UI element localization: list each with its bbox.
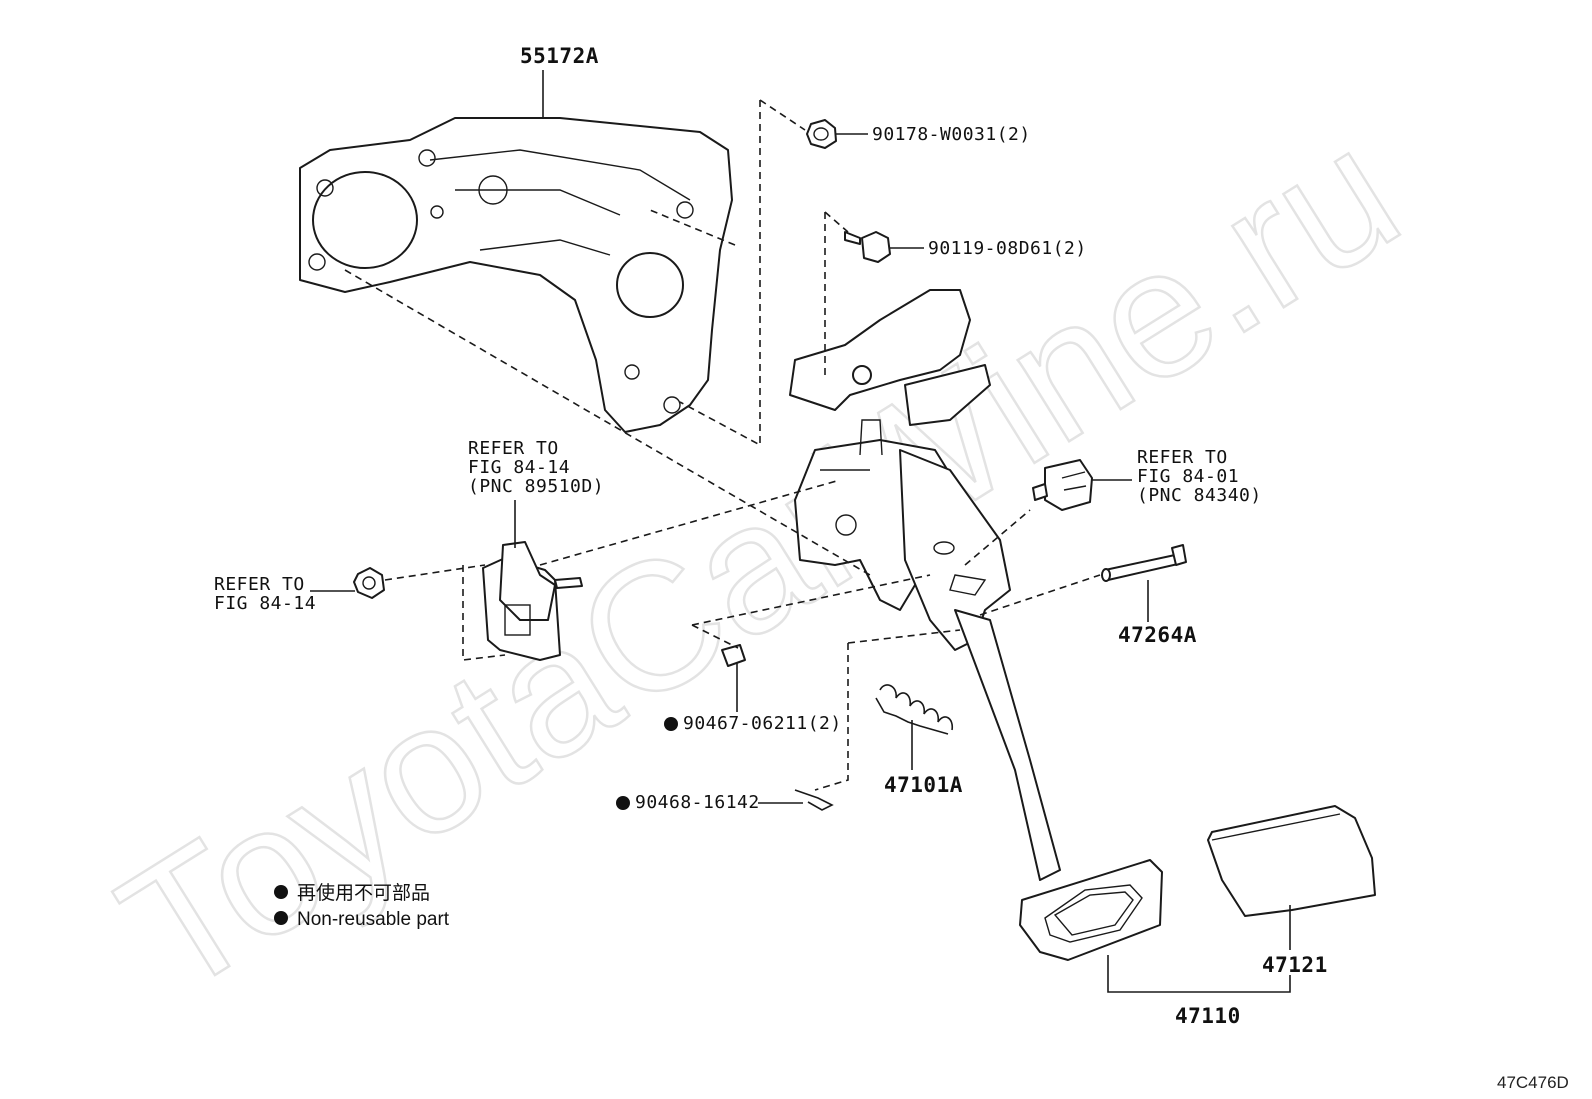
label-47110: 47110 [1175,1004,1241,1028]
leader-lines [310,70,1291,993]
legend-jp: 再使用不可部品 [297,882,430,904]
ref-89510-line1: REFER TO [468,438,559,459]
clip-90468-drawing [794,789,834,811]
label-90119: 90119-08D61(2) [928,238,1087,259]
ref-nut-line2: FIG 84-14 [214,593,316,614]
figure-code: 47C476D [1497,1073,1569,1092]
nut-refer-drawing [353,567,385,599]
ref-block-84340: REFER TO FIG 84-01 (PNC 84340) [1137,447,1262,506]
nut-90178-drawing [806,119,837,149]
legend-en: Non-reusable part [297,909,450,930]
callout-labels: 55172A 90178-W0031(2) 90119-08D61(2) 472… [520,44,1328,1028]
non-reusable-marker [616,796,630,810]
bolt-90119-drawing [844,231,891,263]
label-90467: 90467-06211(2) [683,713,842,734]
bracket-55172a-drawing [299,117,733,433]
legend: 再使用不可部品 Non-reusable part [274,882,450,930]
switch-84340-drawing [1032,459,1093,511]
legend-bullet [274,911,288,925]
spring-47101a-drawing [875,684,954,735]
label-47264a: 47264A [1118,623,1197,647]
pin-47264a-drawing [1101,544,1187,582]
ref-84340-line1: REFER TO [1137,447,1228,468]
ref-84340-line2: FIG 84-01 [1137,466,1239,487]
ref-block-89510d: REFER TO FIG 84-14 (PNC 89510D) [468,438,604,497]
ref-84340-line3: (PNC 84340) [1137,485,1262,506]
sensor-89510d-drawing [482,541,583,661]
label-90178: 90178-W0031(2) [872,124,1031,145]
ref-nut-line1: REFER TO [214,574,305,595]
assembly-lines [344,99,1101,791]
non-reusable-marker [664,717,678,731]
ref-block-nut: REFER TO FIG 84-14 [214,574,316,614]
label-47101a: 47101A [884,773,963,797]
ref-89510-line2: FIG 84-14 [468,457,570,478]
label-90468: 90468-16142 [635,792,760,813]
label-55172a: 55172A [520,44,599,68]
label-47121: 47121 [1262,953,1328,977]
legend-bullet [274,885,288,899]
pedal-assembly-drawing [789,289,1376,961]
ref-89510-line3: (PNC 89510D) [468,476,604,497]
bushing-90467-drawing [721,644,746,667]
